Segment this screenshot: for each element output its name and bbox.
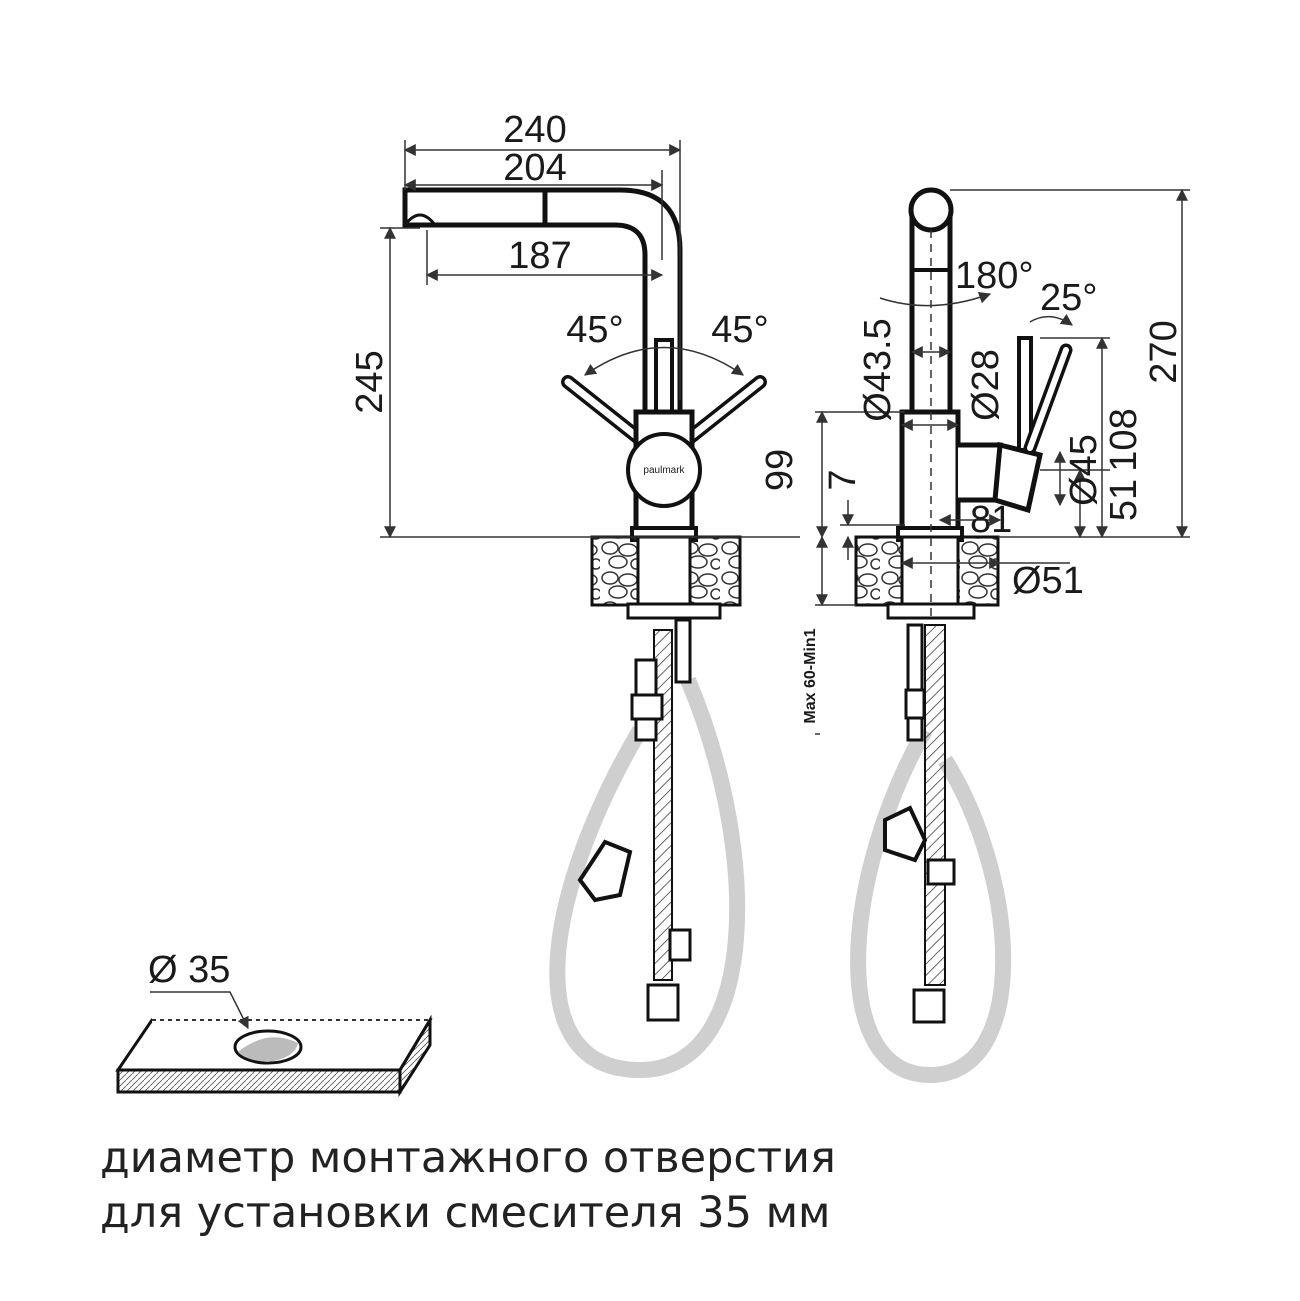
side-dimensions: [815, 188, 1190, 735]
front-dimensions: [380, 140, 800, 539]
dim-187: 187: [508, 235, 571, 277]
dim-81: 81: [970, 499, 1012, 541]
side-hose-weight: [883, 805, 928, 863]
dim-99: 99: [759, 449, 801, 491]
dim-270: 270: [1143, 320, 1185, 383]
angle-lever-tilt: 25°: [1040, 277, 1097, 319]
countertop-hole-illustration: [115, 991, 433, 1098]
brand-logo: paulmark: [643, 465, 685, 476]
dim-diam-43-5: Ø43.5: [857, 318, 899, 422]
dim-108: 108: [1103, 408, 1145, 471]
front-handle-disc: [626, 432, 702, 508]
dim-diam-45: Ø45: [1063, 434, 1105, 506]
side-supply-line: [924, 624, 946, 986]
dim-51: 51: [1103, 479, 1145, 521]
side-spout-head: [908, 187, 954, 233]
dim-240: 240: [503, 109, 566, 151]
dim-7: 7: [822, 469, 864, 490]
dim-diam-51: Ø51: [1012, 560, 1084, 602]
dim-245: 245: [349, 350, 391, 413]
angle-lever-left: 45°: [566, 309, 623, 351]
front-hose-weight: [577, 839, 633, 903]
dim-deck-thickness: Max 60-Min1: [802, 628, 819, 723]
countertop-edge: [116, 1068, 402, 1094]
front-pullout-hose: [549, 676, 746, 1079]
dim-diam-28: Ø28: [965, 349, 1007, 421]
angle-lever-right: 45°: [711, 309, 768, 351]
side-body: [899, 409, 961, 533]
caption-line-2: для установки смесителя 35 мм: [100, 1188, 831, 1238]
side-pullout-hose: [850, 726, 1012, 1084]
angle-swivel: 180°: [955, 255, 1034, 297]
dim-204: 204: [503, 147, 566, 189]
caption-line-1: диаметр монтажного отверстия: [100, 1133, 836, 1183]
dim-hole-diameter: Ø 35: [148, 949, 230, 991]
front-view: paulmark: [402, 187, 767, 1079]
